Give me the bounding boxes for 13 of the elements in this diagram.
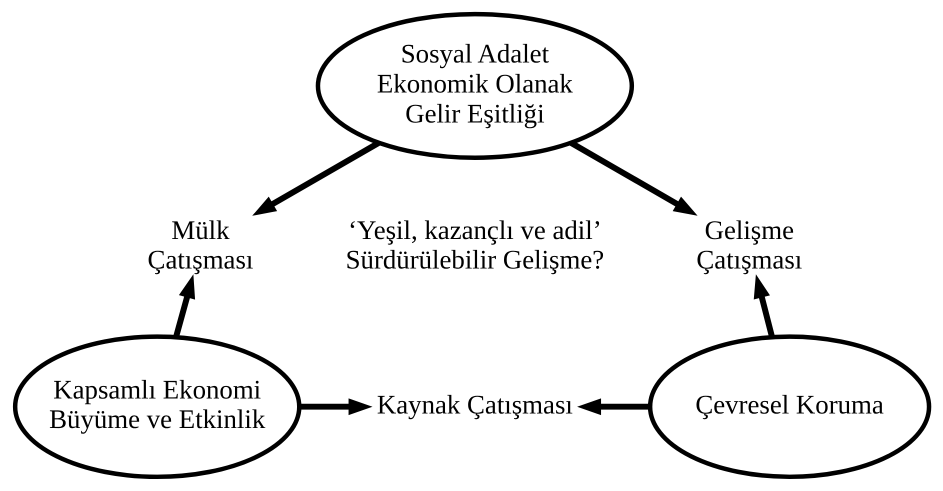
label: ‘Yeşil, kazançlı ve adil’ Sürdürülebilir Gelişme? — [345, 214, 604, 275]
node-text: Mülk Çatışması — [147, 214, 253, 275]
arrow — [753, 274, 774, 338]
node-text: Kaynak Çatışması — [376, 389, 572, 420]
arrow — [252, 140, 380, 216]
arrow — [172, 274, 195, 338]
arrow — [568, 140, 698, 216]
arrow — [576, 398, 650, 416]
arrow — [299, 398, 372, 416]
node-text: Gelişme Çatışması — [696, 214, 802, 275]
node-ellipse: Sosyal Adalet Ekonomik Olanak Gelir Eşitliği — [315, 12, 634, 160]
node-ellipse: Kapsamlı Ekonomi Büyüme ve Etkinlik — [12, 334, 301, 480]
node-ellipse: Çevresel Koruma — [647, 334, 931, 480]
